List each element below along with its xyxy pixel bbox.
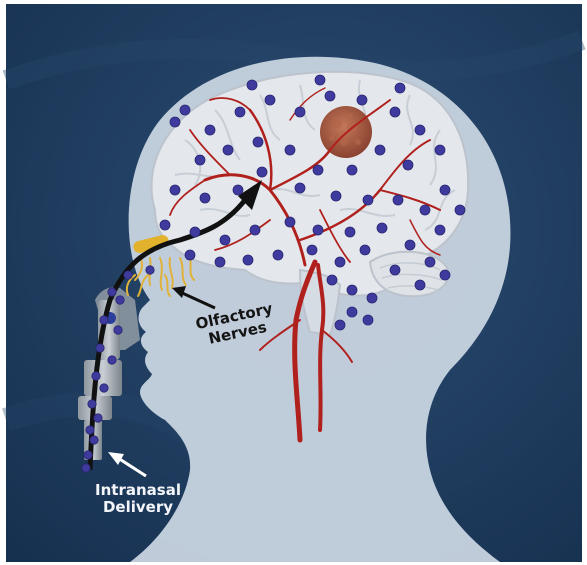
nanoparticle <box>455 205 465 215</box>
nanoparticle <box>307 245 317 255</box>
nanoparticle <box>313 165 323 175</box>
nanoparticle <box>90 436 98 444</box>
nanoparticle <box>345 227 355 237</box>
nanoparticle <box>200 193 210 203</box>
nanoparticle <box>243 255 253 265</box>
nanoparticle <box>327 275 337 285</box>
nanoparticle <box>160 220 170 230</box>
nanoparticle <box>405 240 415 250</box>
nanoparticle <box>295 183 305 193</box>
nanoparticle <box>435 145 445 155</box>
nanoparticle <box>100 384 108 392</box>
nanoparticle <box>331 191 341 201</box>
nanoparticle <box>100 316 108 324</box>
nanoparticle <box>233 185 243 195</box>
nanoparticle <box>215 257 225 267</box>
nanoparticle <box>360 245 370 255</box>
nanoparticle <box>435 225 445 235</box>
nanoparticle <box>357 95 367 105</box>
nanoparticle <box>325 91 335 101</box>
nanoparticle <box>273 250 283 260</box>
nanoparticle <box>425 257 435 267</box>
nanoparticle <box>393 195 403 205</box>
nanoparticle <box>415 125 425 135</box>
nanoparticle <box>375 145 385 155</box>
nanoparticle <box>185 250 195 260</box>
nanoparticle <box>403 160 413 170</box>
nanoparticle <box>347 165 357 175</box>
nanoparticle <box>257 167 267 177</box>
nanoparticle <box>440 270 450 280</box>
nanoparticle <box>86 426 94 434</box>
nanoparticle <box>94 414 102 422</box>
nanoparticle <box>363 315 373 325</box>
nanoparticle <box>170 117 180 127</box>
nanoparticle <box>250 225 260 235</box>
nanoparticle <box>395 83 405 93</box>
nanoparticle <box>415 280 425 290</box>
nanoparticle <box>440 185 450 195</box>
nanoparticle <box>88 400 96 408</box>
nanoparticle <box>84 451 92 459</box>
nanoparticle <box>180 105 190 115</box>
delivery-label-line2: Delivery <box>78 499 198 516</box>
nanoparticle <box>313 225 323 235</box>
nanoparticle <box>92 372 100 380</box>
nanoparticle <box>190 227 200 237</box>
nanoparticle <box>285 217 295 227</box>
nanoparticle <box>253 137 263 147</box>
intranasal-delivery-label: Intranasal Delivery <box>78 482 198 517</box>
nanoparticle <box>220 235 230 245</box>
nanoparticle <box>195 155 205 165</box>
nanoparticle <box>367 293 377 303</box>
nanoparticle <box>315 75 325 85</box>
nanoparticle <box>82 464 90 472</box>
nanoparticle <box>205 125 215 135</box>
nanoparticle <box>335 257 345 267</box>
nanoparticle <box>377 223 387 233</box>
nanoparticle <box>108 288 116 296</box>
nanoparticle <box>114 326 122 334</box>
nanoparticle <box>247 80 257 90</box>
nanoparticle <box>223 145 233 155</box>
nanoparticle <box>146 266 154 274</box>
nanoparticle <box>170 185 180 195</box>
nanoparticle <box>96 344 104 352</box>
nanoparticle <box>235 107 245 117</box>
nanoparticle <box>116 296 124 304</box>
nanoparticle <box>363 195 373 205</box>
nanoparticle <box>347 285 357 295</box>
nanoparticle <box>108 356 116 364</box>
nanoparticle <box>295 107 305 117</box>
nanoparticle <box>420 205 430 215</box>
nanoparticle <box>347 307 357 317</box>
nanoparticle <box>390 265 400 275</box>
nanoparticle <box>124 271 132 279</box>
nanoparticle <box>265 95 275 105</box>
nanoparticle <box>335 320 345 330</box>
nanoparticle <box>390 107 400 117</box>
delivery-label-line1: Intranasal <box>78 482 198 499</box>
nanoparticle <box>285 145 295 155</box>
